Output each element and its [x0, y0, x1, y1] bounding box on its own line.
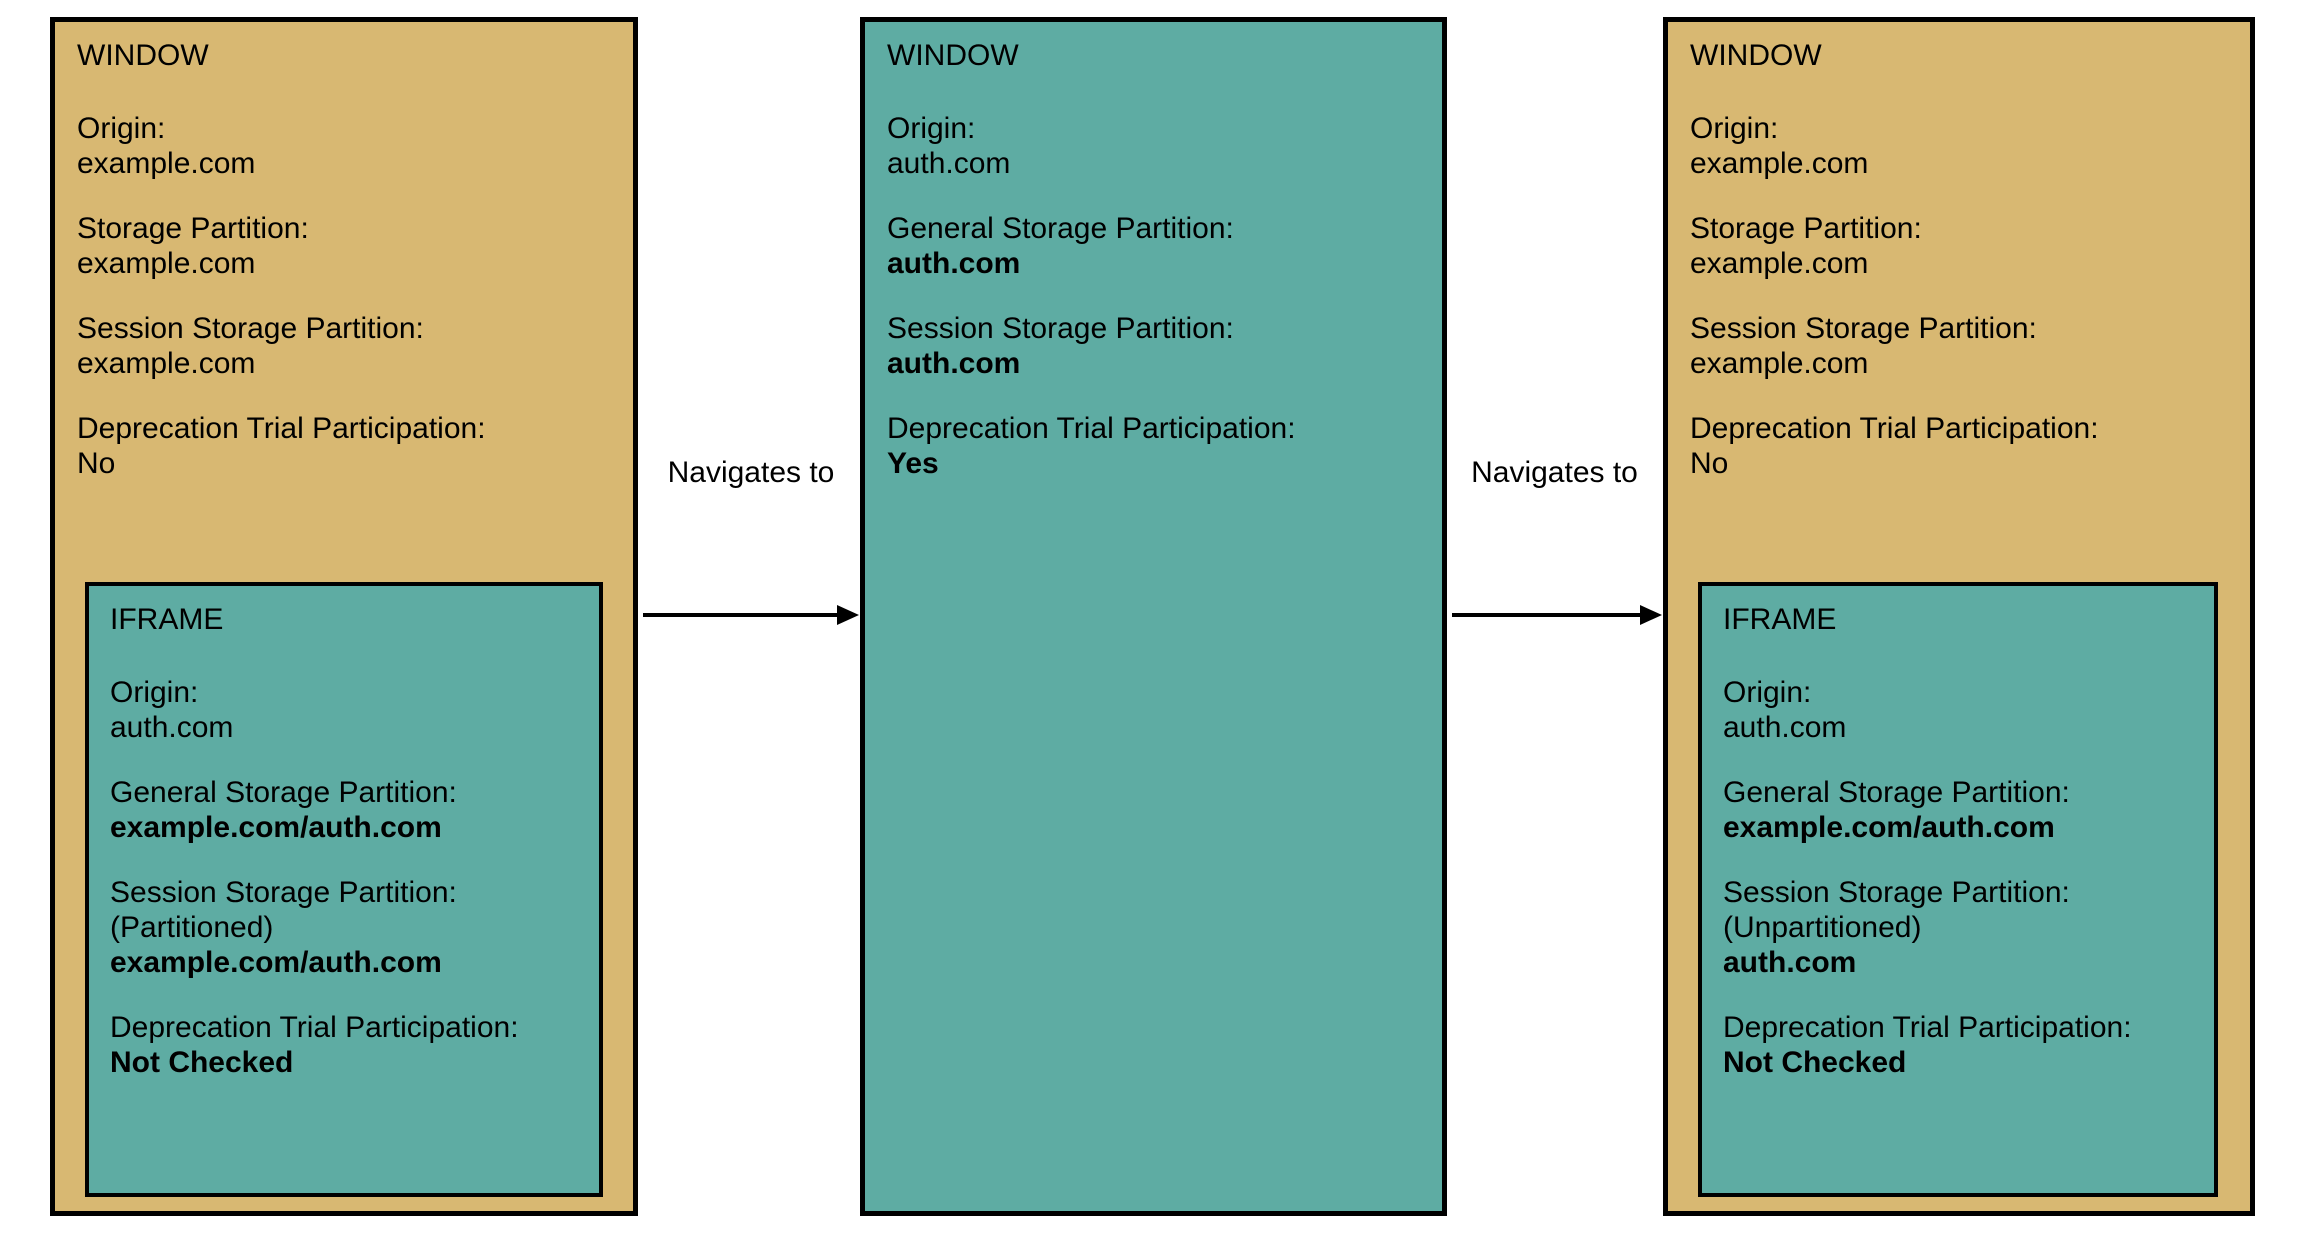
field-deprecation-trial: Deprecation Trial Participation: No	[77, 411, 611, 481]
field-value: auth.com	[110, 711, 234, 744]
field-note: (Unpartitioned)	[1723, 911, 1922, 944]
field-label: Deprecation Trial Participation:	[110, 1011, 519, 1044]
field-label: Origin:	[1690, 112, 1779, 145]
arrow-shaft	[643, 613, 837, 617]
window-box-right: WINDOW Origin: example.com Storage Parti…	[1663, 17, 2255, 1216]
field-general-storage-partition: General Storage Partition: example.com/a…	[1723, 775, 2193, 845]
iframe-title: IFRAME	[1723, 603, 1837, 636]
iframe-box-left: IFRAME Origin: auth.com General Storage …	[85, 582, 603, 1197]
window-box-middle: WINDOW Origin: auth.com General Storage …	[860, 17, 1447, 1216]
field-value: auth.com	[887, 147, 1011, 180]
field-note: (Partitioned)	[110, 911, 274, 944]
field-label: Deprecation Trial Participation:	[1690, 412, 2099, 445]
field-origin: Origin: example.com	[1690, 111, 2228, 181]
field-label: Origin:	[1723, 676, 1812, 709]
field-value: auth.com	[887, 247, 1021, 280]
field-value: example.com	[1690, 247, 1869, 280]
field-value: example.com/auth.com	[110, 811, 442, 844]
iframe-box-right: IFRAME Origin: auth.com General Storage …	[1698, 582, 2218, 1197]
field-label: Session Storage Partition:	[1690, 312, 2037, 345]
arrow-label-1: Navigates to	[667, 456, 835, 489]
field-label: Origin:	[77, 112, 166, 145]
field-value: No	[1690, 447, 1729, 480]
arrow-head-icon	[1640, 605, 1662, 625]
navigation-arrow-2	[1452, 605, 1662, 625]
field-label: Deprecation Trial Participation:	[887, 412, 1296, 445]
field-value: auth.com	[1723, 711, 1847, 744]
iframe-title: IFRAME	[110, 603, 224, 636]
field-session-storage-partition: Session Storage Partition: example.com	[1690, 311, 2228, 381]
arrow-label-2: Navigates to	[1471, 456, 1638, 489]
field-origin: Origin: auth.com	[887, 111, 1420, 181]
field-label: Deprecation Trial Participation:	[77, 412, 486, 445]
window-title: WINDOW	[887, 39, 1019, 72]
field-value: example.com	[77, 147, 256, 180]
field-value: example.com/auth.com	[110, 946, 442, 979]
field-value: Not Checked	[1723, 1046, 1907, 1079]
field-value: Not Checked	[110, 1046, 294, 1079]
field-value: example.com/auth.com	[1723, 811, 2055, 844]
field-storage-partition: Storage Partition: example.com	[1690, 211, 2228, 281]
field-deprecation-trial: Deprecation Trial Participation: Yes	[887, 411, 1420, 481]
field-label: Origin:	[110, 676, 199, 709]
field-label: General Storage Partition:	[1723, 776, 2070, 809]
field-storage-partition: Storage Partition: example.com	[77, 211, 611, 281]
field-value: example.com	[1690, 347, 1869, 380]
field-label: Session Storage Partition:	[1723, 876, 2070, 909]
navigation-arrow-1	[643, 605, 859, 625]
field-origin: Origin: example.com	[77, 111, 611, 181]
arrow-shaft	[1452, 613, 1640, 617]
field-label: Session Storage Partition:	[887, 312, 1234, 345]
field-deprecation-trial: Deprecation Trial Participation: Not Che…	[110, 1010, 578, 1080]
arrow-head-icon	[837, 605, 859, 625]
window-title: WINDOW	[77, 39, 209, 72]
field-label: Session Storage Partition:	[110, 876, 457, 909]
field-general-storage-partition: General Storage Partition: auth.com	[887, 211, 1420, 281]
field-label: Storage Partition:	[1690, 212, 1922, 245]
field-origin: Origin: auth.com	[110, 675, 578, 745]
field-value: example.com	[77, 347, 256, 380]
field-label: Deprecation Trial Participation:	[1723, 1011, 2132, 1044]
field-label: Session Storage Partition:	[77, 312, 424, 345]
field-origin: Origin: auth.com	[1723, 675, 2193, 745]
field-session-storage-partition: Session Storage Partition: auth.com	[887, 311, 1420, 381]
field-value: auth.com	[1723, 946, 1857, 979]
field-label: General Storage Partition:	[110, 776, 457, 809]
field-general-storage-partition: General Storage Partition: example.com/a…	[110, 775, 578, 845]
field-session-storage-partition: Session Storage Partition: example.com	[77, 311, 611, 381]
field-value: example.com	[77, 247, 256, 280]
field-value: Yes	[887, 447, 939, 480]
field-value: No	[77, 447, 116, 480]
window-title: WINDOW	[1690, 39, 1822, 72]
window-box-left: WINDOW Origin: example.com Storage Parti…	[50, 17, 638, 1216]
field-label: General Storage Partition:	[887, 212, 1234, 245]
field-value: example.com	[1690, 147, 1869, 180]
field-label: Origin:	[887, 112, 976, 145]
field-deprecation-trial: Deprecation Trial Participation: Not Che…	[1723, 1010, 2193, 1080]
field-session-storage-partition: Session Storage Partition: (Unpartitione…	[1723, 875, 2193, 980]
field-session-storage-partition: Session Storage Partition: (Partitioned)…	[110, 875, 578, 980]
field-value: auth.com	[887, 347, 1021, 380]
field-deprecation-trial: Deprecation Trial Participation: No	[1690, 411, 2228, 481]
field-label: Storage Partition:	[77, 212, 309, 245]
